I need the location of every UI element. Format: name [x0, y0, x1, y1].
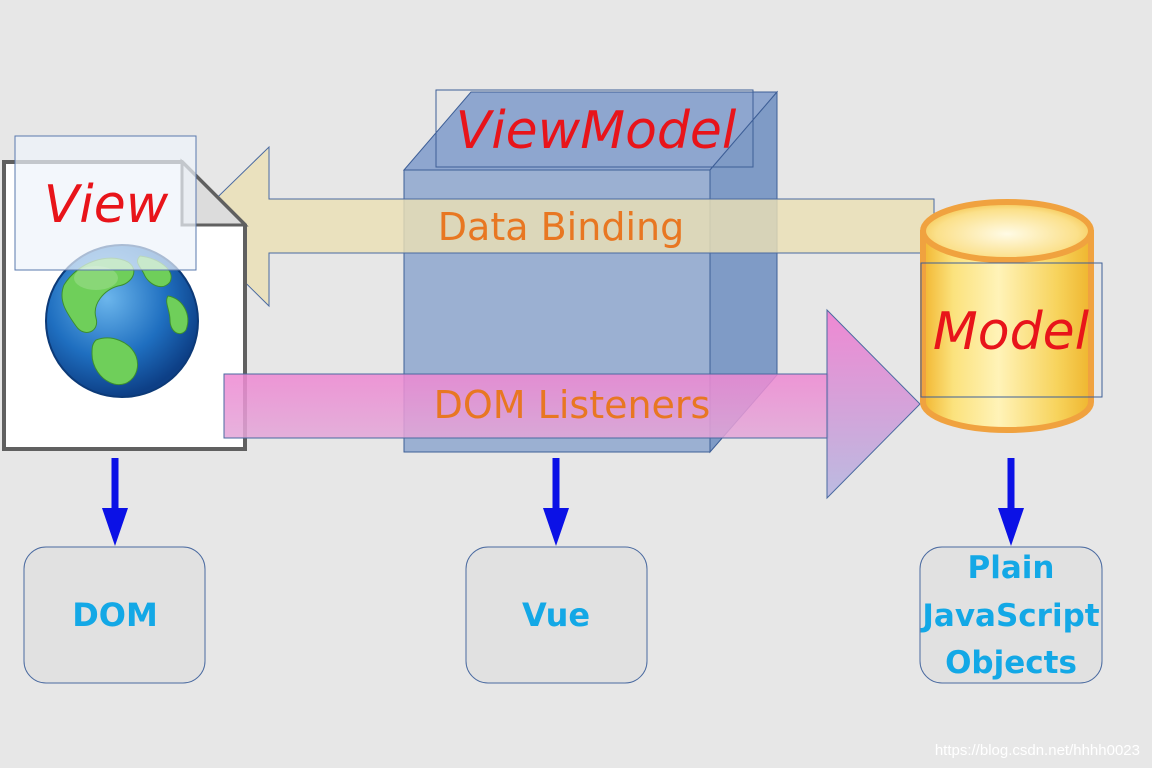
down-arrow-viewmodel — [543, 458, 569, 546]
model-title-box — [920, 262, 1103, 398]
viewmodel-title-box — [435, 89, 754, 168]
globe-icon — [45, 244, 199, 398]
model-title: Model — [933, 302, 1090, 362]
dom-box: DOM — [23, 546, 206, 684]
cylinder-top — [920, 199, 1094, 263]
cylinder-body — [920, 230, 1094, 433]
down-arrow-model — [998, 458, 1024, 546]
watermark: https://blog.csdn.net/hhhh0023 — [935, 742, 1140, 759]
dom-listeners-arrow-head — [826, 308, 921, 500]
data-binding-label: Data Binding — [438, 205, 684, 249]
vue-box: Vue — [465, 546, 648, 684]
down-arrow-view — [102, 458, 128, 546]
plain-objects-line-1: Plain — [968, 550, 1055, 586]
plain-objects-line-3: Objects — [945, 645, 1077, 681]
view-title-box — [14, 135, 197, 271]
dom-listeners-arrow: DOM Listeners — [223, 308, 921, 500]
vue-label: Vue — [522, 596, 590, 634]
plain-objects-line-2: JavaScript — [920, 598, 1099, 634]
model-cylinder: Model — [920, 199, 1103, 433]
dom-listeners-label: DOM Listeners — [434, 383, 711, 427]
view-title: View — [44, 175, 169, 235]
dom-label: DOM — [72, 596, 158, 634]
plain-objects-box: Plain JavaScript Objects — [919, 546, 1103, 684]
view-document: View — [2, 135, 249, 451]
dom-listeners-arrow-shaft — [223, 373, 829, 439]
viewmodel-title: ViewModel — [456, 101, 737, 161]
